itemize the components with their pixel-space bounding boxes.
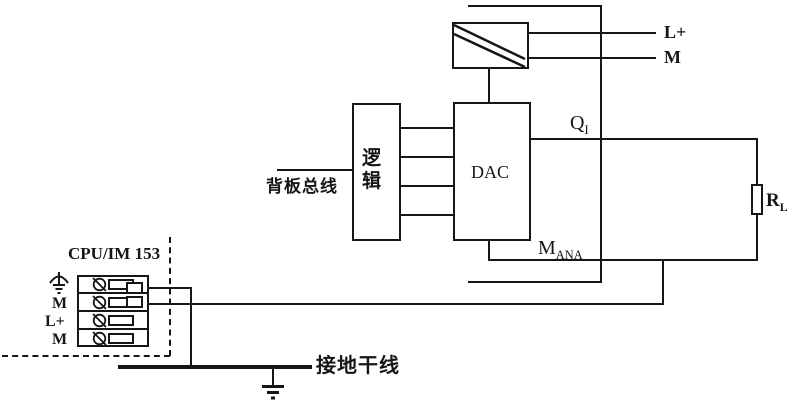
screw-terminal-icon [92, 313, 107, 328]
l-plus-wire [529, 32, 656, 34]
logic-label-char2: 辑 [362, 171, 383, 192]
protective-earth-icon [49, 272, 69, 294]
module-frame-right-wire [600, 5, 602, 283]
dac-box [453, 102, 531, 241]
m-supply-label: M [664, 47, 681, 67]
m-supply-wire [529, 57, 656, 59]
terminal-row-divider-2 [77, 310, 149, 312]
mana-label: MANA [538, 237, 583, 262]
pe-drop-wire [190, 287, 192, 368]
ground-trunk-label: 接地干线 [316, 355, 400, 377]
earth-ground-icon [262, 385, 284, 400]
pe-terminal-wire [141, 287, 192, 289]
mana-wire [488, 259, 758, 261]
terminal-label-m2: M [52, 331, 68, 348]
ground-trunk-wire [118, 365, 312, 369]
module-frame-top-wire [468, 5, 602, 7]
q-output-label: QI [570, 112, 589, 137]
load-wire-top [756, 138, 758, 186]
terminal-contact [108, 333, 134, 344]
wire-clamp [126, 296, 143, 308]
l-plus-label: L+ [664, 22, 687, 42]
q-output-wire [531, 138, 758, 140]
backplane-bus-label: 背板总线 [266, 177, 338, 196]
cpu-enclosure-dashed-right [169, 237, 171, 356]
load-resistor-symbol [751, 184, 763, 215]
dc-dc-converter-box [452, 22, 529, 69]
earth-stub-wire [272, 369, 274, 386]
dac-mana-wire [488, 241, 490, 261]
dac-label: DAC [471, 162, 510, 182]
logic-dac-bus-wire-3 [401, 185, 453, 187]
cpu-enclosure-dashed-bottom [2, 355, 170, 357]
logic-dac-bus-wire-1 [401, 127, 453, 129]
dc-dc-converter-icon [453, 23, 526, 69]
terminal-label-lplus: L+ [45, 313, 65, 330]
mana-drop-wire [662, 259, 664, 305]
module-frame-bottom-wire [468, 281, 602, 283]
load-wire-bottom [756, 213, 758, 261]
screw-terminal-icon [92, 295, 107, 310]
logic-dac-bus-wire-2 [401, 156, 453, 158]
logic-label-char1: 逻 [362, 148, 383, 169]
terminal-row-divider-1 [77, 292, 149, 294]
m-terminal-wire [141, 303, 664, 305]
load-resistor-label: RL [766, 190, 788, 214]
logic-box [352, 103, 401, 241]
terminal-contact [108, 315, 134, 326]
screw-terminal-icon [92, 331, 107, 346]
terminal-label-m1: M [52, 295, 68, 312]
cpu-title: CPU/IM 153 [68, 244, 161, 263]
screw-terminal-icon [92, 277, 107, 292]
converter-dac-wire [488, 68, 490, 103]
logic-dac-bus-wire-4 [401, 214, 453, 216]
wire-clamp [126, 282, 143, 294]
terminal-row-divider-3 [77, 328, 149, 330]
backplane-bus-wire [277, 169, 352, 171]
